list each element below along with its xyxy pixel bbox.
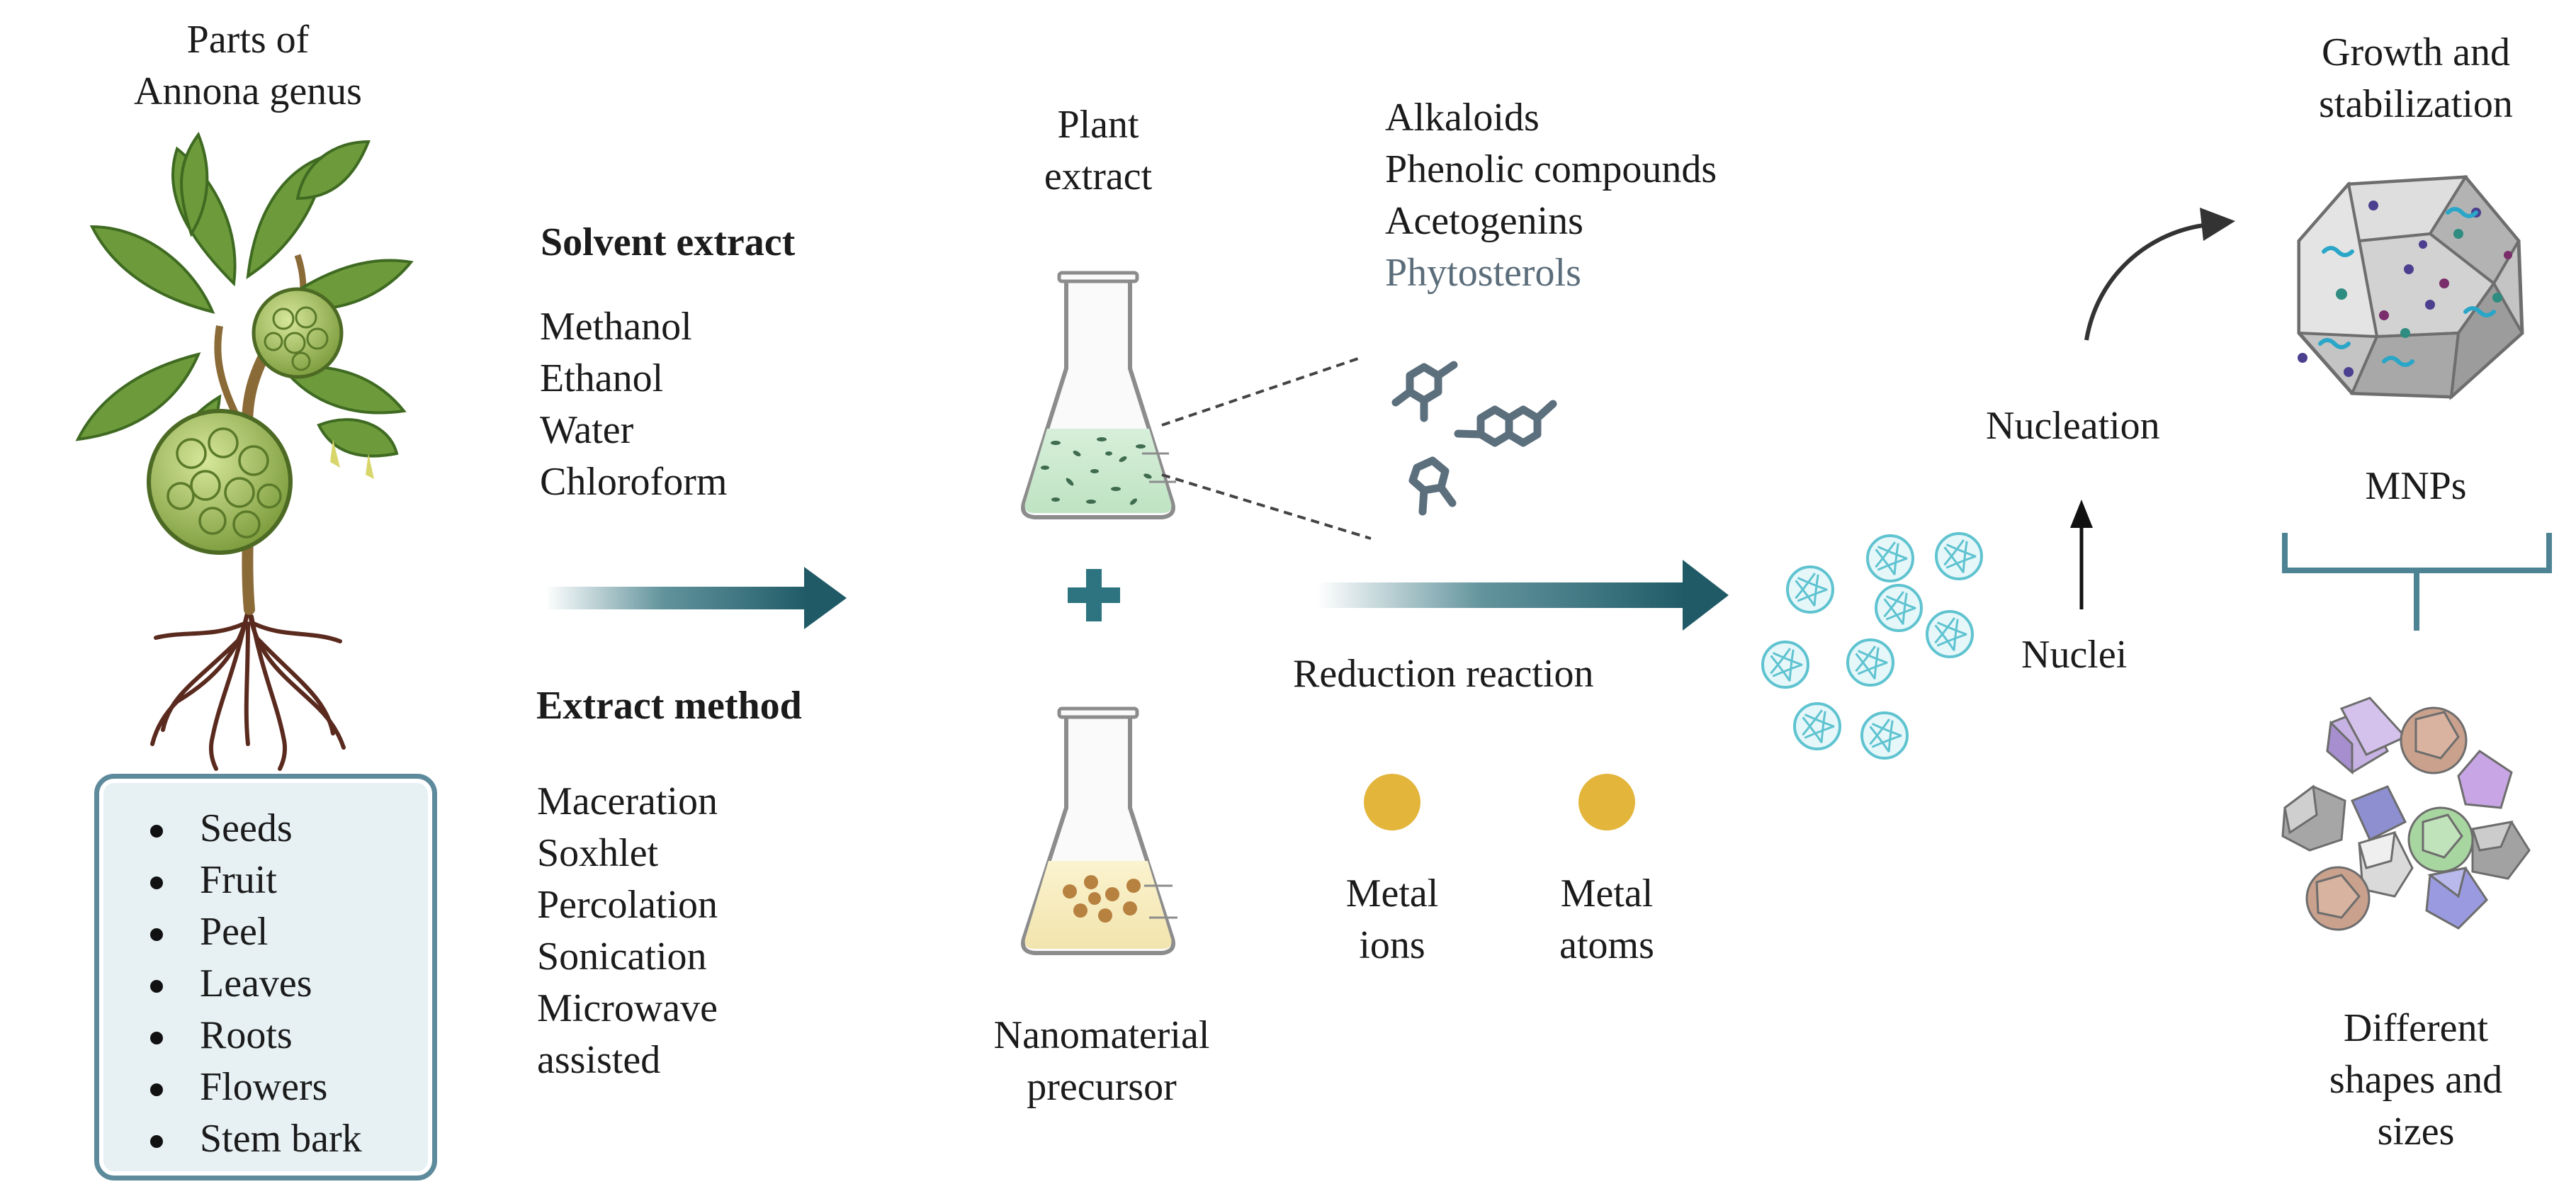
nanomaterial-precursor-flask [1021, 706, 1177, 955]
metal-ions-label: Metal ions [1345, 872, 1439, 967]
extract-method-heading: Extract method [536, 684, 802, 728]
arrow-reduction-reaction [1318, 560, 1729, 631]
solvent-item: Methanol [540, 305, 692, 349]
nucleus-sphere [1761, 641, 1809, 689]
nuclei-label: Nuclei [2021, 633, 2128, 677]
metal-ion-dot [1364, 774, 1420, 830]
nuclei-cluster-illustration [1761, 532, 1983, 760]
solvent-list: Methanol Ethanol Water Chloroform [540, 301, 727, 508]
method-item: assisted [537, 1038, 661, 1082]
plus-icon [1068, 569, 1120, 621]
annona-plant-illustration [75, 131, 414, 771]
solvent-item: Ethanol [540, 356, 664, 400]
arrow-solvent-to-extract [546, 567, 847, 629]
method-list: Maceration Soxhlet Percolation Sonicatio… [537, 776, 718, 1086]
compound-list: Alkaloids Phenolic compounds Acetogenins… [1385, 92, 1717, 299]
method-item: Soxhlet [537, 831, 659, 875]
plant-part-item: Flowers [150, 1061, 432, 1113]
nucleus-sphere [1786, 565, 1834, 614]
nucleus-sphere [1926, 610, 1974, 658]
nucleus-sphere [1875, 584, 1923, 632]
roots-illustration [150, 607, 346, 771]
nucleus-sphere [1846, 638, 1894, 687]
nucleus-sphere [1935, 532, 1983, 580]
metal-atom-dot [1578, 774, 1635, 830]
different-shapes-label: Different shapes and sizes [2329, 1006, 2503, 1154]
plant-part-item: Stem bark [150, 1113, 432, 1165]
mnps-label: MNPs [2365, 464, 2467, 508]
method-item: Maceration [537, 779, 718, 823]
nucleus-sphere [1866, 534, 1914, 582]
compound-item: Acetogenins [1385, 199, 1583, 243]
solvent-extract-heading: Solvent extract [541, 220, 796, 264]
plant-part-item: Fruit [150, 855, 432, 906]
bracket-mnps [2282, 533, 2552, 631]
method-item: Percolation [537, 883, 718, 927]
phytochemical-molecules-illustration [1391, 361, 1557, 516]
nucleus-sphere [1860, 711, 1909, 760]
nanomaterial-precursor-label: Nanomaterial precursor [993, 1013, 1210, 1109]
plant-part-item: Peel [150, 906, 432, 958]
plant-part-item: Leaves [150, 958, 432, 1010]
zoom-line-bottom [1161, 473, 1372, 540]
method-item: Microwave [537, 986, 718, 1030]
compound-item: Phytosterols [1385, 251, 1581, 295]
plant-extract-flask [1021, 271, 1176, 519]
solvent-item: Water [540, 408, 634, 452]
compound-item: Alkaloids [1385, 96, 1540, 140]
solvent-item: Chloroform [540, 460, 728, 504]
plant-extract-label: Plant extract [1044, 103, 1153, 198]
reduction-reaction-label: Reduction reaction [1293, 652, 1594, 696]
plant-part-item: Seeds [150, 803, 432, 855]
method-item: Sonication [537, 935, 707, 979]
arrow-nuclei-up [2070, 500, 2093, 609]
metal-atoms-label: Metal atoms [1559, 872, 1654, 967]
nucleation-label: Nucleation [1986, 404, 2160, 448]
plant-part-item: Roots [150, 1010, 432, 1061]
nucleus-sphere [1793, 702, 1841, 750]
arrow-growth-curve [2084, 208, 2235, 341]
plant-parts-title: Parts of Annona genus [134, 18, 362, 113]
zoom-line-top [1161, 356, 1361, 427]
growth-stabilization-label: Growth and stabilization [2319, 30, 2513, 126]
mnp-polyhedron-illustration [2297, 174, 2524, 401]
different-shapes-illustration [2281, 697, 2531, 931]
compound-item: Phenolic compounds [1385, 147, 1717, 191]
